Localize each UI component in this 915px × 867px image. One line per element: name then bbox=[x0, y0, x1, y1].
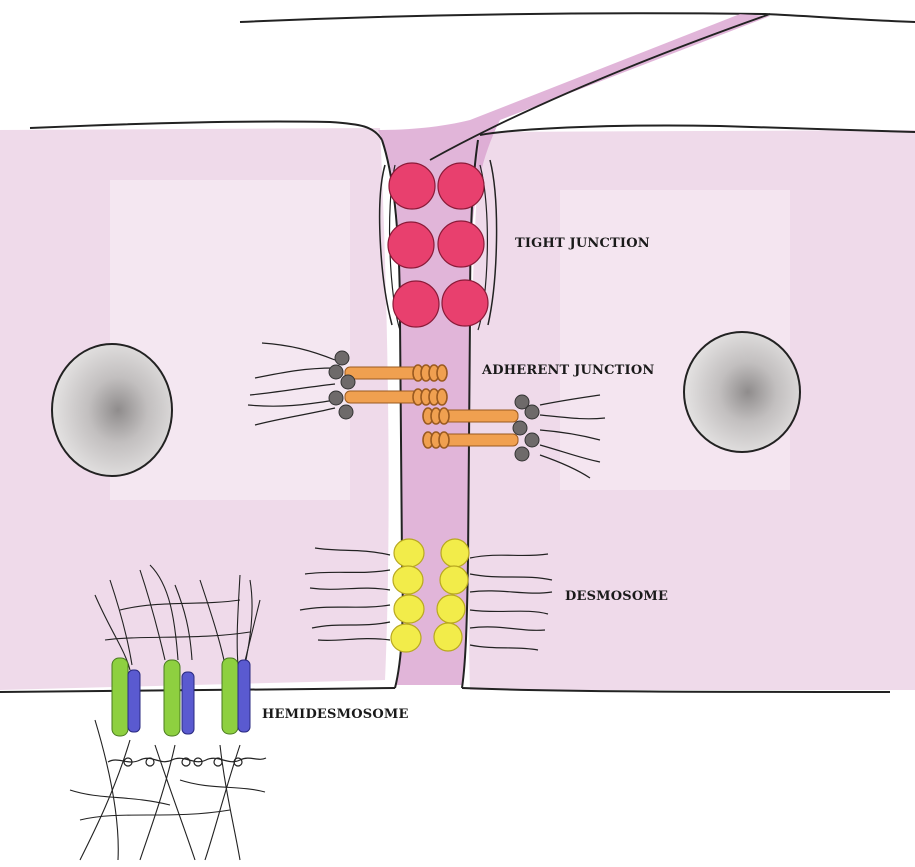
hemidesmosome-label: HEMIDESMOSOME bbox=[262, 707, 409, 722]
tight-junction bbox=[380, 160, 497, 330]
desmosome-label: DESMOSOME bbox=[565, 589, 668, 604]
upper-cell-membrane bbox=[240, 13, 915, 22]
tight-junction-label: TIGHT JUNCTION bbox=[515, 236, 650, 251]
left-cell-nucleus bbox=[52, 344, 172, 476]
adherent-junction-label: ADHERENT JUNCTION bbox=[481, 363, 654, 378]
right-cell-nucleus bbox=[684, 332, 800, 452]
left-cell-basal-membrane bbox=[0, 688, 395, 692]
